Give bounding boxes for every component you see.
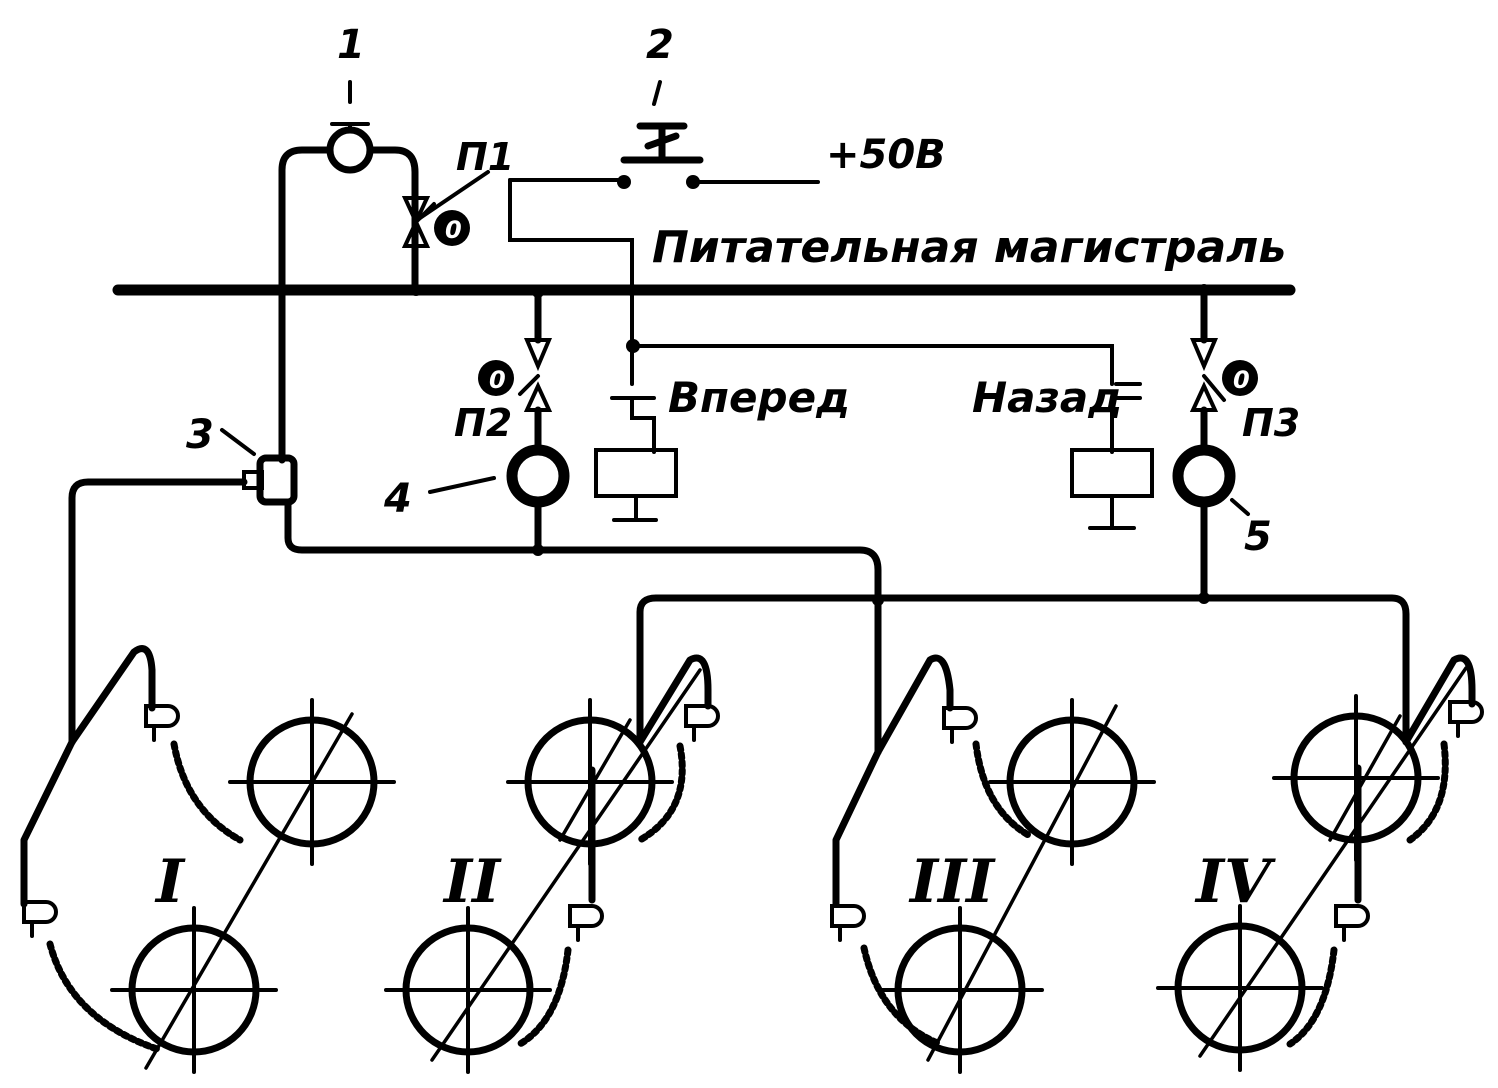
bogie-3-label: III — [908, 847, 996, 917]
valve-p2-mark: 0 — [489, 366, 506, 394]
label-1: 1 — [337, 22, 365, 68]
valve-p3-label: П3 — [1242, 401, 1300, 445]
valve-p2-label: П2 — [454, 401, 512, 445]
sandbox-4 — [506, 444, 570, 508]
bogie-4: IV — [1158, 654, 1484, 1070]
backward-label: Назад — [972, 373, 1122, 422]
voltage-label: +50В — [826, 132, 946, 178]
forward-coil — [594, 448, 678, 498]
valve-p1: 0 — [401, 170, 490, 248]
bogie-1: I — [20, 645, 394, 1072]
supply-main-label: Питательная магистраль — [652, 222, 1286, 273]
valve-p3-mark-icon — [1222, 360, 1258, 396]
reservoir-loop-pipe — [278, 146, 419, 464]
forward-label: Вперед — [668, 373, 850, 422]
bogie-4-label: IV — [1194, 847, 1276, 917]
bogie-2: II — [386, 654, 720, 1072]
bogie-1-label: I — [154, 847, 186, 917]
valve-p3: 0 — [1189, 338, 1258, 412]
valve-p2-mark-icon — [478, 360, 514, 396]
valve-p1-mark: 0 — [445, 216, 462, 244]
valve-p1-mark-icon — [434, 210, 470, 246]
valve-p2: 0 — [478, 338, 553, 412]
bogie-3: III — [830, 654, 1154, 1072]
valve-p3-mark: 0 — [1233, 366, 1250, 394]
reservoir-1 — [326, 122, 374, 174]
push-button-2 — [508, 122, 820, 189]
lower-sand-pipe — [284, 498, 882, 756]
tee-3 — [242, 454, 298, 506]
bogie-2-label: II — [442, 847, 502, 917]
backward-coil — [1070, 448, 1154, 498]
valve-p1-label: П1 — [456, 135, 514, 179]
sandbox-5 — [1172, 444, 1236, 508]
label-3: 3 — [186, 412, 214, 458]
left-sand-pipe — [68, 478, 248, 746]
label-2: 2 — [646, 22, 674, 68]
right-sand-pipe — [636, 594, 1410, 746]
label-4: 4 — [383, 476, 412, 522]
label-5: 5 — [1244, 514, 1272, 560]
control-wire — [508, 178, 1114, 374]
